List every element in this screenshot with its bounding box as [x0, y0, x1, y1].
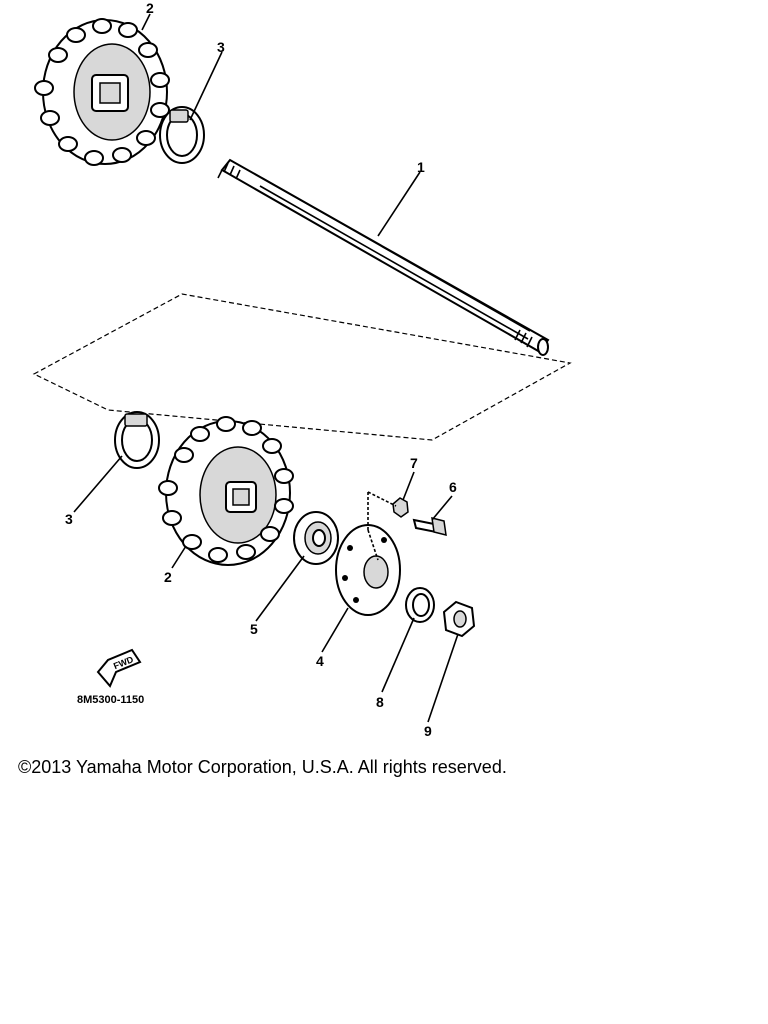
sprocket-bottom [158, 416, 294, 566]
callout-4: 4 [316, 653, 324, 669]
nut-small [392, 497, 409, 518]
callout-6: 6 [449, 479, 457, 495]
forward-arrow-icon: FWD [96, 648, 142, 688]
callout-3-top: 3 [217, 39, 225, 55]
callout-3-bottom: 3 [65, 511, 73, 527]
leader-lines [73, 13, 459, 723]
callout-2-bottom: 2 [164, 569, 172, 585]
callout-1: 1 [417, 159, 425, 175]
clamp-top [159, 106, 205, 164]
sprocket-top [34, 18, 170, 166]
callout-5: 5 [250, 621, 258, 637]
assembly-outline [32, 293, 572, 441]
callout-7: 7 [410, 455, 418, 471]
clamp-bottom [114, 411, 160, 469]
bearing-housing [335, 524, 401, 616]
callout-2-top: 2 [146, 0, 154, 16]
bracket-lines [367, 491, 397, 561]
washer [405, 587, 435, 623]
bolt [412, 517, 447, 536]
callout-8: 8 [376, 694, 384, 710]
copyright-notice: ©2013 Yamaha Motor Corporation, U.S.A. A… [18, 757, 507, 777]
drawing-code: 8M5300-1150 [77, 694, 144, 706]
callout-9: 9 [424, 723, 432, 739]
bearing [293, 511, 339, 565]
hex-nut [442, 600, 476, 638]
drive-shaft [217, 158, 550, 356]
